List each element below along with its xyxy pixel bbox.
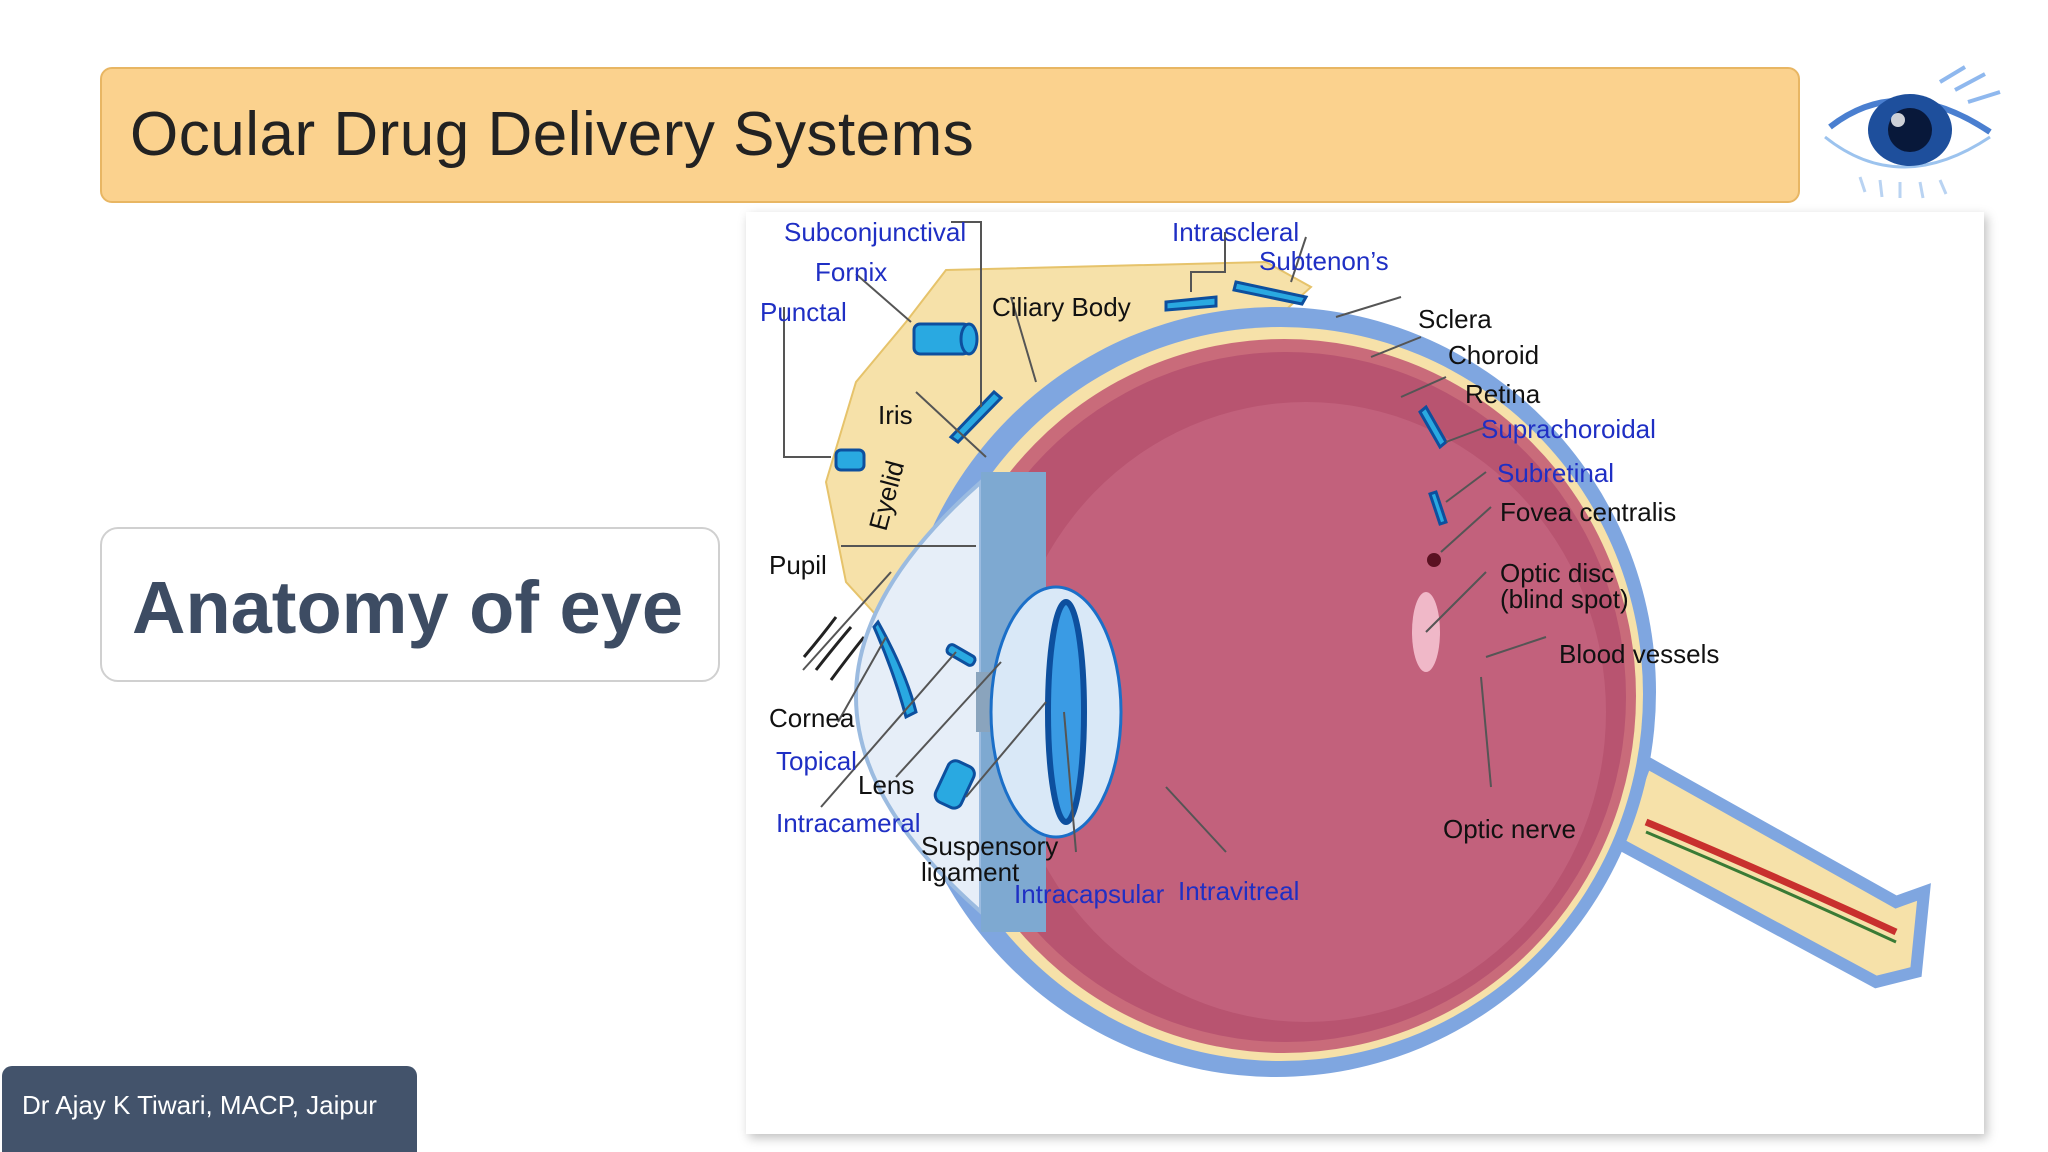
label-intracapsular: Intracapsular bbox=[1014, 879, 1165, 909]
suprachoroidal-implant bbox=[1418, 404, 1448, 450]
label-choroid: Choroid bbox=[1448, 340, 1539, 370]
label-suspensory: Suspensory bbox=[921, 831, 1058, 861]
punctal-plug bbox=[834, 448, 866, 472]
label-pupil: Pupil bbox=[769, 550, 827, 580]
label-optic-nerve: Optic nerve bbox=[1443, 814, 1576, 844]
label-subtenons: Subtenon’s bbox=[1259, 246, 1389, 276]
label-cornea: Cornea bbox=[769, 703, 855, 733]
fovea-centralis bbox=[1427, 553, 1441, 567]
label-iris: Iris bbox=[878, 400, 913, 430]
label-intrascleral: Intrascleral bbox=[1172, 217, 1299, 247]
label-fornix: Fornix bbox=[815, 257, 887, 287]
label-topical: Topical bbox=[776, 746, 857, 776]
label-ciliary-body: Ciliary Body bbox=[992, 292, 1131, 322]
eye-anatomy-diagram: Eyelid bbox=[746, 212, 1984, 1134]
label-intracameral: Intracameral bbox=[776, 808, 921, 838]
blood-vessel-red bbox=[1644, 818, 1898, 936]
page-title: Ocular Drug Delivery Systems bbox=[130, 100, 975, 169]
label-retina: Retina bbox=[1465, 379, 1541, 409]
author-text: Dr Ajay K Tiwari, MACP, Jaipur bbox=[22, 1090, 377, 1120]
label-fovea-centralis: Fovea centralis bbox=[1500, 497, 1676, 527]
eyelid-lashes bbox=[802, 616, 866, 681]
label-sclera: Sclera bbox=[1418, 304, 1492, 334]
label-subconjunctival: Subconjunctival bbox=[784, 217, 966, 247]
subtenons-implant bbox=[1232, 280, 1309, 306]
intrascleral-implant bbox=[1164, 295, 1218, 312]
label-optic-disc: Optic disc bbox=[1500, 558, 1614, 588]
label-punctal: Punctal bbox=[760, 297, 847, 327]
intravitreal-implant bbox=[933, 759, 976, 810]
subretinal-implant bbox=[1428, 490, 1448, 526]
label-lens: Lens bbox=[858, 770, 914, 800]
label-subretinal: Subretinal bbox=[1497, 458, 1614, 488]
intracameral-implant bbox=[945, 643, 977, 667]
eye-icon bbox=[1790, 62, 2030, 202]
label-ligament: ligament bbox=[921, 857, 1020, 887]
label-suprachoroidal: Suprachoroidal bbox=[1481, 414, 1656, 444]
subconjunctival-implant bbox=[948, 389, 1004, 444]
subtitle: Anatomy of eye bbox=[132, 566, 684, 649]
author-badge: Dr Ajay K Tiwari, MACP, Jaipur bbox=[2, 1066, 417, 1152]
topical-film bbox=[872, 619, 918, 720]
title-bar: Ocular Drug Delivery Systems bbox=[100, 67, 1800, 203]
label-intravitreal: Intravitreal bbox=[1178, 876, 1299, 906]
label-blood-vessels: Blood vessels bbox=[1559, 639, 1719, 669]
subtitle-box: Anatomy of eye bbox=[100, 527, 720, 682]
label-blind-spot: (blind spot) bbox=[1500, 584, 1629, 614]
